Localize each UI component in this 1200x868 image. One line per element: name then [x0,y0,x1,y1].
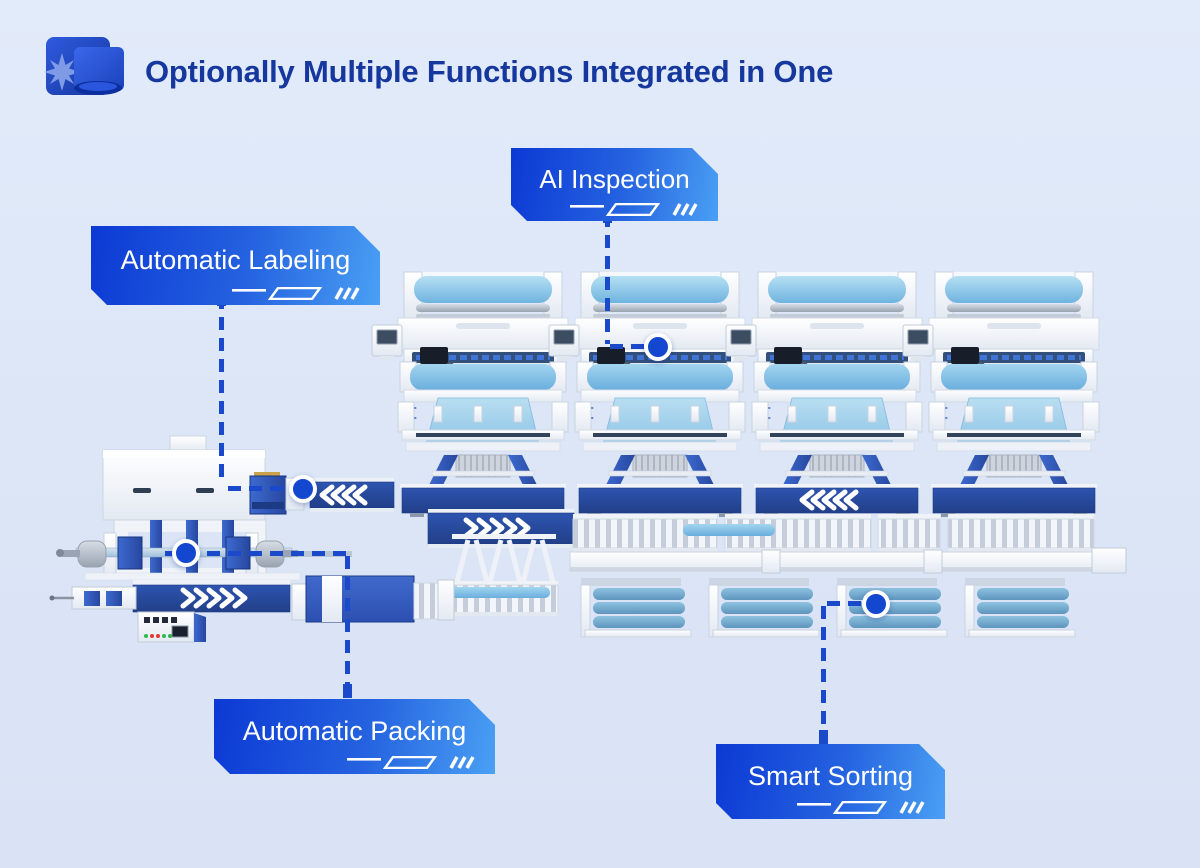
inspection-machine-3 [726,272,922,517]
fabric-stack-2 [708,577,820,638]
leader-line-packing-horizontal [165,551,348,556]
callout-ai-inspection: AI Inspection [511,148,718,221]
control-panel [137,611,206,643]
wrap-station [291,575,455,623]
callout-label: AI Inspection [539,164,690,194]
callout-label: Automatic Labeling [120,245,351,275]
label-corner-ornament [232,287,372,300]
beam-conveyor [569,547,1127,574]
label-corner-ornament [797,801,937,814]
leader-line-sorting-vertical [821,606,826,730]
fabric-roll [683,524,775,536]
leader-line-labeling-vertical [219,296,224,482]
aframe-rack [437,534,559,616]
callout-automatic-labeling: Automatic Labeling [91,226,380,305]
leader-stub-sorting [819,730,828,744]
inspection-machine-4 [903,272,1099,517]
leader-line-ai-vertical [605,214,610,344]
leader-line-packing-vertical [345,556,350,684]
inspection-machine-2 [549,272,745,517]
leader-stub-packing [343,684,352,698]
inspection-machine-1 [372,272,568,517]
automatic-labeling-marker-dot [289,475,317,503]
spark-document-logo-icon [44,37,124,95]
leader-line-labeling-horizontal [228,486,290,491]
callout-automatic-packing: Automatic Packing [214,699,495,774]
fabric-stack-3 [836,577,948,638]
callout-label: Automatic Packing [242,716,467,746]
conveyor-left-small [309,478,395,512]
label-corner-ornament [347,756,487,769]
roller-rack-row [572,514,1095,552]
labeling-machine [102,435,305,521]
smart-sorting-marker-dot [862,590,890,618]
fabric-stack-1 [580,577,692,638]
page-title: Optionally Multiple Functions Integrated… [145,54,834,89]
leader-line-sorting-horizontal [827,601,861,606]
ai-inspection-marker-dot [644,333,672,361]
fabric-stack-4 [964,577,1076,638]
leader-line-ai-horizontal [610,344,646,349]
label-corner-ornament [570,203,710,216]
automatic-packing-marker-dot [172,539,200,567]
callout-smart-sorting: Smart Sorting [716,744,945,819]
callout-label: Smart Sorting [747,761,914,791]
